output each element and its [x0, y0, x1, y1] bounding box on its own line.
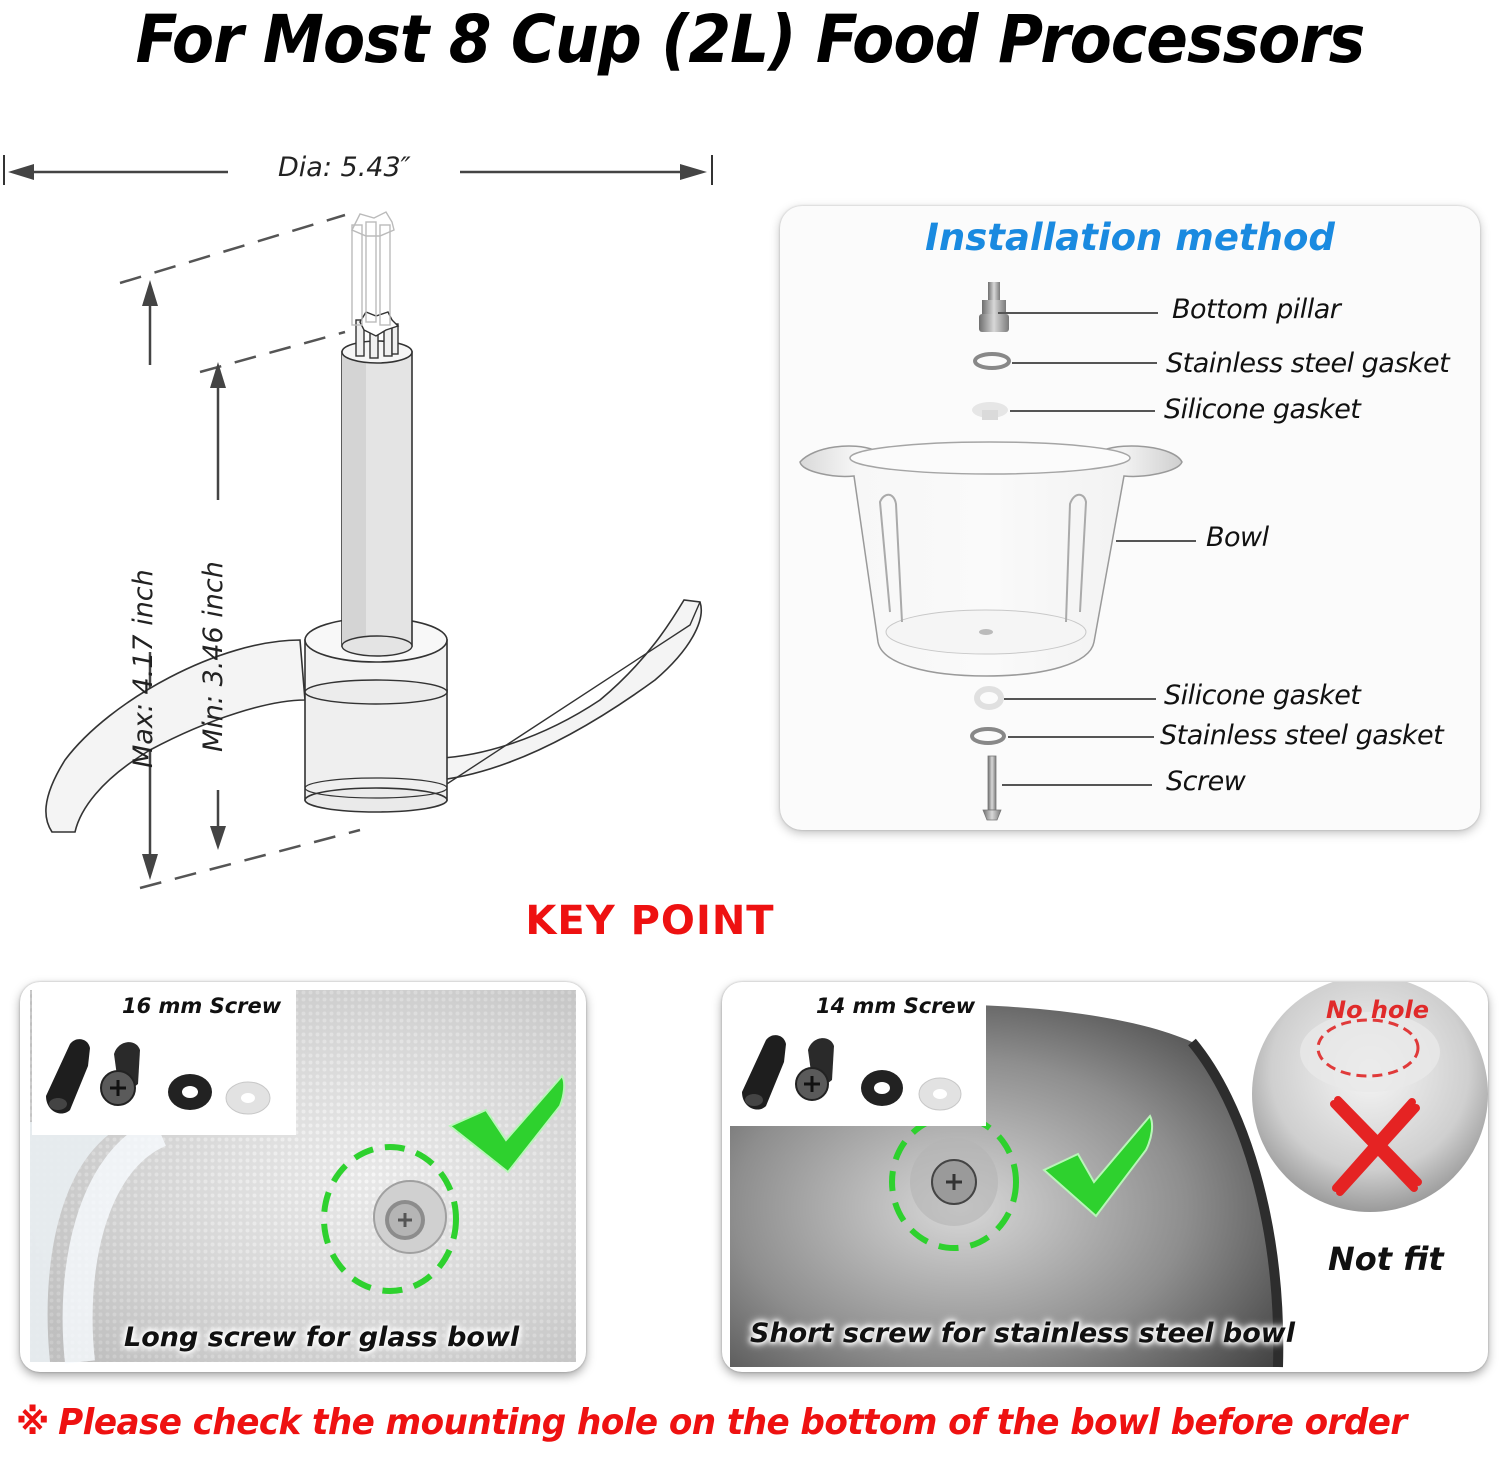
cross-icon [1330, 1096, 1422, 1196]
reference-mark-icon: ※ [16, 1402, 49, 1443]
footer-note-text: Please check the mounting hole on the bo… [58, 1402, 1407, 1443]
key-point-heading: KEY POINT [525, 898, 775, 944]
part-label-silicone-gasket: Silicone gasket [1164, 394, 1361, 425]
leader-line [998, 312, 1158, 314]
screw-kit-icon [742, 1035, 962, 1111]
screw-size-label: 14 mm Screw [816, 994, 976, 1018]
diameter-label: Dia: 5.43″ [278, 152, 411, 183]
steel-bowl-card: No hole Not fit 14 mm Screw Short screw … [722, 982, 1488, 1372]
silicone-washer-icon [972, 402, 1008, 420]
part-label-bottom-pillar: Bottom pillar [1172, 294, 1341, 325]
screw-size-label: 16 mm Screw [122, 994, 282, 1018]
screw-kit-icon [46, 1039, 271, 1115]
installation-title: Installation method [925, 216, 1335, 259]
page-title: For Most 8 Cup (2L) Food Processors [135, 1, 1366, 78]
steel-washer-icon [973, 352, 1011, 370]
leader-line [1010, 410, 1155, 412]
screw-icon [982, 755, 1002, 821]
max-height-label: Max: 4.17 inch [128, 569, 159, 768]
leader-line [1004, 698, 1156, 700]
check-icon [1042, 1114, 1154, 1218]
part-label-screw: Screw [1166, 766, 1246, 797]
part-label-silicone-gasket-lower: Silicone gasket [1164, 680, 1361, 711]
screw-kit-inset: 16 mm Screw [32, 990, 296, 1135]
screw-kit-inset: 14 mm Screw [730, 990, 986, 1126]
glass-bowl-caption: Long screw for glass bowl [124, 1322, 520, 1353]
leader-line [1002, 784, 1152, 786]
no-hole-label: No hole [1326, 996, 1430, 1024]
footer-note: ※Please check the mounting hole on the b… [16, 1402, 1422, 1443]
glass-bowl-card: 16 mm Screw Long screw for glass bowl [20, 982, 586, 1372]
blade-diagram: Dia: 5.43″ Max: 4.17 inch Min: 3.46 inch [0, 140, 730, 900]
blade-drawing [3, 155, 713, 890]
part-label-bowl: Bowl [1206, 522, 1269, 553]
installation-card: Installation method Bottom pillar Stainl… [780, 206, 1480, 830]
check-icon [448, 1074, 566, 1174]
steel-washer-icon [970, 727, 1006, 745]
steel-bowl-caption: Short screw for stainless steel bowl [750, 1318, 1296, 1349]
leader-line [1012, 362, 1157, 364]
min-height-label: Min: 3.46 inch [198, 561, 229, 752]
glass-bowl-photo [30, 990, 576, 1364]
part-label-steel-gasket-lower: Stainless steel gasket [1160, 720, 1444, 751]
bowl-icon [799, 441, 1183, 677]
leader-line [1008, 736, 1154, 738]
leader-line [1116, 540, 1196, 542]
silicone-washer-icon [974, 686, 1004, 710]
part-label-steel-gasket: Stainless steel gasket [1166, 348, 1450, 379]
not-fit-label: Not fit [1328, 1240, 1444, 1278]
pillar-icon [979, 282, 1009, 332]
